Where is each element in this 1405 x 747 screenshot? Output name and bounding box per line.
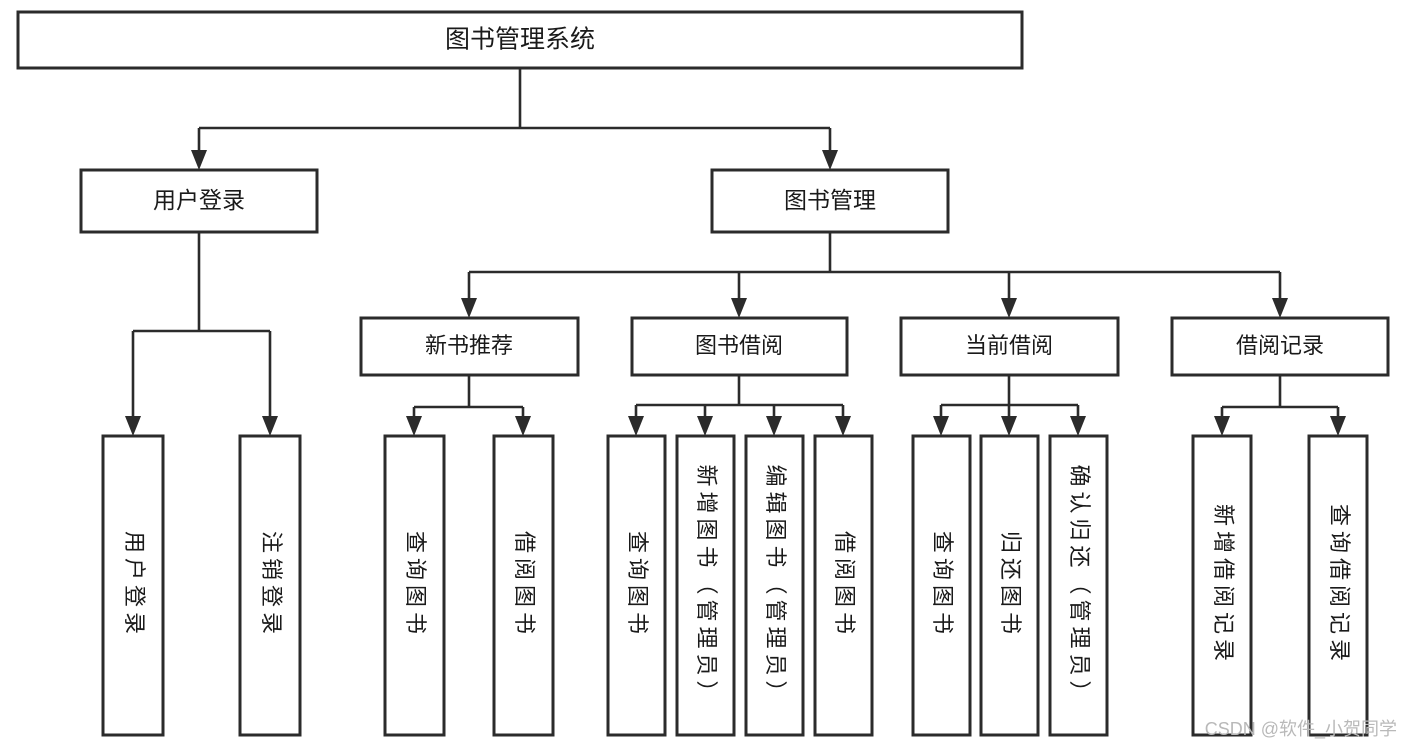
- leaf-user-login-box[interactable]: [101, 434, 165, 737]
- node-book-manage[interactable]: 图书管理: [710, 168, 950, 234]
- leaf-edit-book[interactable]: 编辑图书（管理员）: [744, 434, 805, 737]
- arrowhead-borrow-record: [1272, 298, 1288, 318]
- node-new-book-rec[interactable]: 新书推荐: [359, 316, 580, 377]
- leaf-user-logout-box[interactable]: [238, 434, 302, 737]
- leaf-return-book-label: 归还图书: [998, 531, 1023, 639]
- leaf-confirm-return[interactable]: 确认归还（管理员）: [1048, 434, 1109, 737]
- node-current-borrow[interactable]: 当前借阅: [899, 316, 1120, 377]
- node-user-login[interactable]: 用户登录: [79, 168, 319, 234]
- arrowhead-leaf-user-logout: [262, 416, 278, 436]
- leaf-query-book-2-box[interactable]: [606, 434, 667, 737]
- node-new-book-rec-box[interactable]: [359, 316, 580, 377]
- leaf-query-record[interactable]: 查询借阅记录: [1307, 434, 1369, 737]
- leaf-query-book-3-box[interactable]: [911, 434, 972, 737]
- leaf-add-record-label: 新增借阅记录: [1211, 504, 1236, 666]
- node-root[interactable]: 图书管理系统: [16, 10, 1024, 70]
- leaf-edit-book-box[interactable]: [744, 434, 805, 737]
- node-root-box[interactable]: [16, 10, 1024, 70]
- leaf-user-logout[interactable]: 注销登录: [238, 434, 302, 737]
- arrowhead-leaf-query-book-1: [406, 416, 422, 436]
- node-user-login-label: 用户登录: [153, 187, 245, 213]
- edges-layer: [125, 68, 1346, 436]
- leaf-user-login-label: 用户登录: [122, 531, 147, 639]
- leaf-borrow-book-2-box[interactable]: [813, 434, 874, 737]
- node-user-login-box[interactable]: [79, 168, 319, 234]
- node-book-borrow-label: 图书借阅: [695, 333, 783, 358]
- arrowhead-new-book-rec: [461, 298, 477, 318]
- node-book-manage-label: 图书管理: [784, 187, 876, 213]
- leaf-user-logout-label: 注销登录: [259, 531, 284, 639]
- leaf-query-record-label: 查询借阅记录: [1327, 504, 1352, 666]
- leaf-query-book-3-label: 查询图书: [930, 531, 955, 639]
- arrowhead-book-manage: [822, 150, 838, 170]
- leaf-add-record-box[interactable]: [1191, 434, 1253, 737]
- node-new-book-rec-label: 新书推荐: [425, 333, 513, 358]
- leaf-query-book-1-box[interactable]: [383, 434, 446, 737]
- arrowhead-leaf-confirm-return: [1070, 416, 1086, 436]
- leaf-return-book-box[interactable]: [979, 434, 1040, 737]
- leaf-borrow-book-2-label: 借阅图书: [832, 531, 857, 639]
- leaf-confirm-return-box[interactable]: [1048, 434, 1109, 737]
- arrowhead-leaf-query-book-2: [628, 416, 644, 436]
- leaf-query-book-3[interactable]: 查询图书: [911, 434, 972, 737]
- leaf-edit-book-label: 编辑图书（管理员）: [763, 464, 788, 707]
- leaf-query-record-box[interactable]: [1307, 434, 1369, 737]
- node-root-label: 图书管理系统: [445, 26, 595, 54]
- arrowhead-user-login: [191, 150, 207, 170]
- node-borrow-record-label: 借阅记录: [1236, 333, 1324, 358]
- leaf-confirm-return-label: 确认归还（管理员）: [1067, 464, 1092, 707]
- leaf-return-book[interactable]: 归还图书: [979, 434, 1040, 737]
- node-current-borrow-box[interactable]: [899, 316, 1120, 377]
- leaf-borrow-book-2[interactable]: 借阅图书: [813, 434, 874, 737]
- leaf-add-book-label: 新增图书（管理员）: [694, 464, 719, 707]
- arrowhead-leaf-edit-book: [766, 416, 782, 436]
- leaf-query-book-2[interactable]: 查询图书: [606, 434, 667, 737]
- arrowhead-leaf-borrow-book-2: [835, 416, 851, 436]
- node-borrow-record-box[interactable]: [1170, 316, 1390, 377]
- leaf-query-book-1[interactable]: 查询图书: [383, 434, 446, 737]
- leaf-borrow-book-1-label: 借阅图书: [512, 531, 537, 639]
- arrowhead-leaf-borrow-book-1: [515, 416, 531, 436]
- leaf-borrow-book-1-box[interactable]: [492, 434, 555, 737]
- leaf-borrow-book-1[interactable]: 借阅图书: [492, 434, 555, 737]
- leaf-user-login[interactable]: 用户登录: [101, 434, 165, 737]
- arrowhead-book-borrow: [731, 298, 747, 318]
- node-borrow-record[interactable]: 借阅记录: [1170, 316, 1390, 377]
- arrowhead-leaf-return-book: [1001, 416, 1017, 436]
- leaf-query-book-2-label: 查询图书: [625, 531, 650, 639]
- node-book-borrow[interactable]: 图书借阅: [630, 316, 849, 377]
- node-current-borrow-label: 当前借阅: [965, 333, 1053, 358]
- arrowhead-leaf-query-record: [1330, 416, 1346, 436]
- arrowhead-leaf-add-book: [697, 416, 713, 436]
- leaf-add-record[interactable]: 新增借阅记录: [1191, 434, 1253, 737]
- arrowhead-leaf-user-login: [125, 416, 141, 436]
- arrowhead-leaf-query-book-3: [933, 416, 949, 436]
- node-book-manage-box[interactable]: [710, 168, 950, 234]
- leaf-query-book-1-label: 查询图书: [403, 531, 428, 639]
- node-book-borrow-box[interactable]: [630, 316, 849, 377]
- arrowhead-current-borrow: [1001, 298, 1017, 318]
- leaf-add-book[interactable]: 新增图书（管理员）: [675, 434, 736, 737]
- arrowhead-leaf-add-record: [1214, 416, 1230, 436]
- leaf-add-book-box[interactable]: [675, 434, 736, 737]
